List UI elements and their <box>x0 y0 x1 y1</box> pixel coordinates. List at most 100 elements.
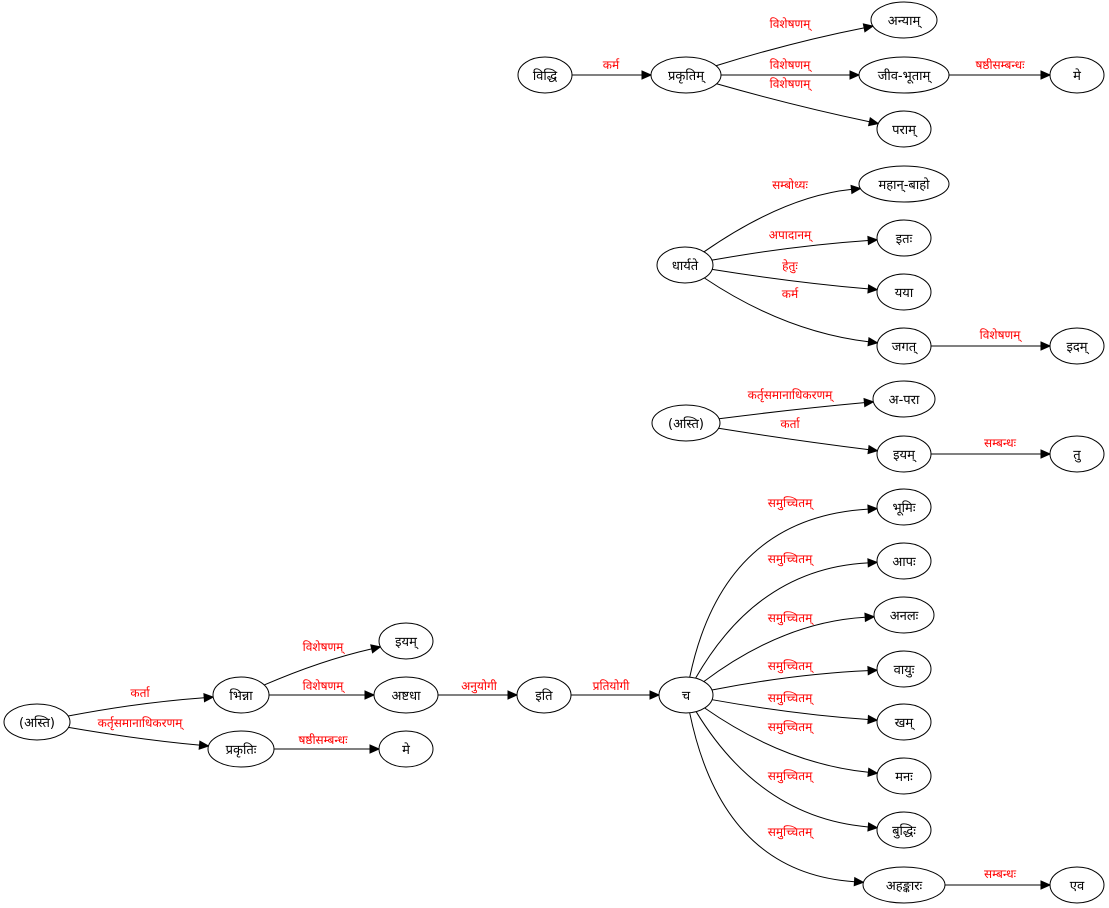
node-ca: च <box>658 676 714 714</box>
node-apara: अ-परा <box>872 380 936 418</box>
node-ellipse <box>872 380 936 418</box>
node-ellipse <box>1049 866 1105 904</box>
nodes-layer: विद्धिप्रकृतिम्अन्याम्जीव-भूताम्मेपराम्ध… <box>3 1 1105 904</box>
edge-label: विशेषणम् <box>770 17 813 32</box>
node-ellipse <box>207 730 275 768</box>
arrowhead-icon <box>507 690 519 700</box>
edge-dharyate-to-itah: अपादानम् <box>711 228 879 261</box>
node-param: पराम् <box>876 110 932 148</box>
node-ahankarah: अहङ्कारः <box>862 866 946 904</box>
edge-bhinna-to-ashtadha: विशेषणम् <box>269 679 376 700</box>
edge-line <box>695 562 869 679</box>
node-ellipse <box>516 676 572 714</box>
node-ellipse <box>876 757 932 795</box>
arrowhead-icon <box>369 744 381 754</box>
node-asti1: (अस्ति) <box>651 404 721 442</box>
edge-asti2-to-bhinna: कर्ता <box>68 686 215 717</box>
edge-bhinna-to-iyam2: विशेषणम् <box>264 640 382 686</box>
arrowhead-icon <box>867 767 879 777</box>
node-label: मनः <box>895 770 913 785</box>
node-iyam1: इयम् <box>876 435 932 473</box>
edge-label: कर्ता <box>130 686 150 700</box>
edge-label: समुच्चितम् <box>768 552 815 567</box>
node-ellipse <box>212 676 270 714</box>
edge-label: सम्बन्धः <box>984 867 1017 881</box>
node-ellipse <box>870 1 938 39</box>
node-buddhih: बुद्धिः <box>876 811 932 849</box>
node-me1: मे <box>1049 56 1105 94</box>
edge-label: समुच्चितम् <box>768 611 815 626</box>
node-label: अ-परा <box>889 393 920 408</box>
arrowhead-icon <box>364 690 376 700</box>
node-bhinna: भिन्ना <box>212 676 270 714</box>
edge-jivabhutam-to-me1: षष्ठीसम्बन्धः <box>948 58 1052 80</box>
node-idam: इदम् <box>1049 327 1105 365</box>
arrowhead-icon <box>1040 449 1052 459</box>
node-ellipse <box>3 703 71 741</box>
edge-line <box>703 188 852 253</box>
edge-label: समुच्चितम् <box>768 659 815 674</box>
edge-dharyate-to-yaya: हेतुः <box>712 259 879 294</box>
node-ellipse <box>876 219 932 257</box>
edge-label: कर्म <box>603 58 620 72</box>
edge-label: विशेषणम् <box>303 679 346 694</box>
edge-dharyate-to-jagat: कर्म <box>704 277 879 347</box>
node-ellipse <box>876 703 932 741</box>
edge-asti1-to-iyam1: कर्ता <box>718 417 879 455</box>
node-label: महान्-बाहो <box>878 177 930 193</box>
edge-label: सम्बोध्यः <box>772 178 808 192</box>
arrowhead-icon <box>867 665 879 676</box>
edge-label: समुच्चितम् <box>768 496 815 511</box>
node-ellipse <box>651 404 721 442</box>
node-ellipse <box>858 165 950 203</box>
edge-line <box>716 83 870 123</box>
node-ellipse <box>1049 56 1105 94</box>
edge-ca-to-bhumih: समुच्चितम् <box>689 496 879 678</box>
node-kham: खम् <box>876 703 932 741</box>
node-analah: अनलः <box>873 596 935 634</box>
arrowhead-icon <box>867 558 879 568</box>
node-label: अनलः <box>890 609 919 624</box>
node-anyam: अन्याम् <box>870 1 938 39</box>
edge-prakritim-to-anyam: विशेषणम् <box>715 17 875 67</box>
edge-label: समुच्चितम् <box>768 720 815 735</box>
node-label: बुद्धिः <box>892 823 916 839</box>
node-mahanbaho: महान्-बाहो <box>858 165 950 203</box>
edge-line <box>711 670 869 691</box>
node-ellipse <box>876 110 932 148</box>
node-ellipse <box>656 246 714 284</box>
edge-iti-to-ca: प्रतियोगी <box>571 679 661 700</box>
edge-prakritim-to-jivabhutam: विशेषणम् <box>721 58 861 80</box>
arrowhead-icon <box>862 23 875 33</box>
node-ellipse <box>876 273 932 311</box>
node-manah: मनः <box>876 757 932 795</box>
node-label: पराम् <box>892 123 918 138</box>
edge-label: विशेषणम् <box>980 328 1023 343</box>
node-ellipse <box>876 327 932 365</box>
node-iti: इति <box>516 676 572 714</box>
arrowhead-icon <box>867 336 879 347</box>
arrowhead-icon <box>849 70 861 80</box>
node-label: एव <box>1070 879 1085 894</box>
arrowhead-icon <box>1040 70 1052 80</box>
node-asti2: (अस्ति) <box>3 703 71 741</box>
edge-iyam1-to-tu: सम्बन्धः <box>930 436 1052 459</box>
arrowhead-icon <box>1040 880 1052 890</box>
edge-line <box>264 648 372 686</box>
arrowhead-icon <box>370 644 382 654</box>
node-bhumih: भूमिः <box>876 488 932 526</box>
arrowhead-icon <box>863 397 875 408</box>
edge-asti2-to-prakritih: कर्तृसमानाधिकरणम् <box>68 716 210 750</box>
edge-line <box>711 699 869 721</box>
node-yaya: यया <box>876 273 932 311</box>
node-label: प्रकृतिम् <box>668 68 706 84</box>
node-ellipse <box>378 730 434 768</box>
node-ellipse <box>1049 435 1105 473</box>
arrowhead-icon <box>853 876 865 887</box>
node-label: मे <box>402 742 410 758</box>
edge-asti1-to-apara: कर्तृसमानाधिकरणम् <box>718 388 875 420</box>
node-apah: आपः <box>876 542 932 580</box>
node-eva: एव <box>1049 866 1105 904</box>
node-ellipse <box>517 56 573 94</box>
